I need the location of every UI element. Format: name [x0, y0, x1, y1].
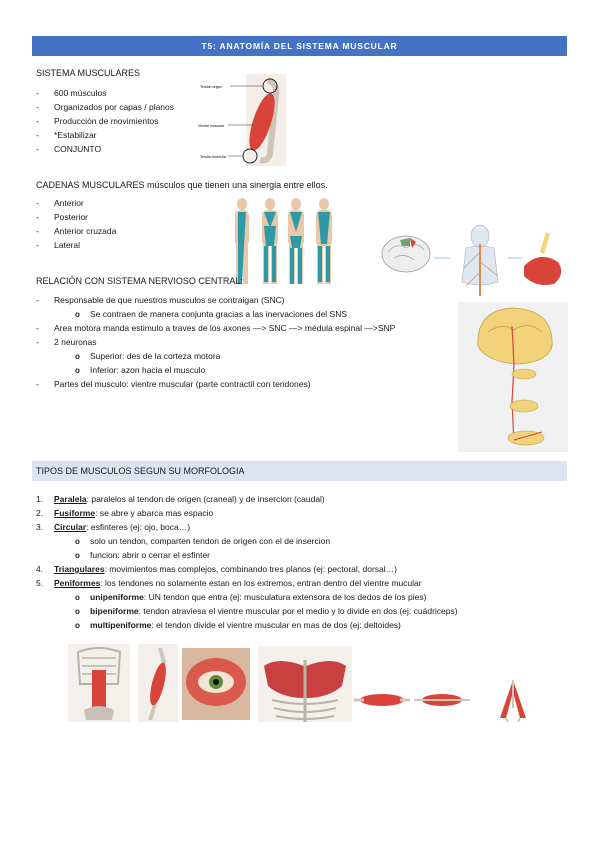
- multipennate-figure: [500, 680, 526, 722]
- list-item: 1.Paralela: paralelos al tendon de orige…: [36, 494, 325, 504]
- list-item: Inferior: azon hacia el musculo: [75, 365, 205, 376]
- muscle-chains-figure: [235, 198, 332, 284]
- list-item: 5.Peniformes: los tendones no solamente …: [36, 578, 422, 588]
- label-vientre: Vientre muscular: [198, 124, 225, 128]
- section-title-cadenas: CADENAS MUSCULARES músculos que tienen u…: [36, 180, 328, 190]
- list-item: Producción de movimientos: [36, 116, 158, 127]
- list-item: funcion: abrir o cerrar el esfinter: [75, 550, 210, 561]
- label-tendon-origen: Tendón origen: [200, 85, 222, 89]
- list-item: CONJUNTO: [36, 144, 101, 155]
- label-tendon-insercion: Tendón inserción: [200, 155, 227, 159]
- list-item: 2.Fusiforme: se abre y abarca mas espaci…: [36, 508, 214, 518]
- list-item: Area motora manda estimulo a traves de l…: [36, 323, 395, 334]
- list-item: solo un tendon, comparten tendon de orig…: [75, 536, 330, 547]
- section-title-sistema: SISTEMA MUSCULARES: [36, 68, 141, 78]
- list-item: unipeniforme: UN tendon que entra (ej: m…: [75, 592, 426, 603]
- unipennate-figure: [354, 694, 410, 706]
- list-item: Anterior: [36, 198, 84, 209]
- circular-muscle-figure: [182, 648, 250, 720]
- list-item: multipeniforme: el tendon divide el vien…: [75, 620, 401, 631]
- list-item: 3.Circular: esfinteres (ej: ojo, boca…): [36, 522, 191, 532]
- parallel-fusiform-figure: [68, 644, 178, 722]
- list-item: Lateral: [36, 240, 80, 251]
- muscle-diagram-figure: Tendón origen Vientre muscular Tendón in…: [198, 74, 286, 166]
- list-item: *Estabilizar: [36, 130, 96, 141]
- list-item: Posterior: [36, 212, 88, 223]
- list-item: 600 músculos: [36, 88, 107, 99]
- bipennate-figure: [414, 694, 470, 706]
- nervous-system-figure: [381, 224, 562, 296]
- page-title-banner: T5: ANATOMÍA DEL SISTEMA MUSCULAR: [32, 36, 567, 56]
- section-title-relacion: RELACIÓN CON SISTEMA NERVIOSO CENTRAL:: [36, 276, 243, 286]
- triangular-muscle-figure: [258, 646, 352, 722]
- list-item: 4.Triangulares: movimientos mas complejo…: [36, 564, 397, 574]
- motor-pathway-figure: [458, 302, 568, 452]
- list-item: Partes del musculo: vientre muscular (pa…: [36, 379, 311, 390]
- list-item: Anterior cruzada: [36, 226, 116, 237]
- list-item: 2 neuronas: [36, 337, 96, 348]
- list-item: Superior: des de la corteza motora: [75, 351, 220, 362]
- list-item: Organizados por capas / planos: [36, 102, 174, 113]
- section-title-tipos: TIPOS DE MUSCULOS SEGUN SU MORFOLOGIA: [36, 466, 245, 476]
- list-item: bipeniforme: tendon atraviesa el vientre…: [75, 606, 458, 617]
- list-item: Se contraen de manera conjunta gracias a…: [75, 309, 347, 320]
- section-bar-tipos: [32, 461, 567, 481]
- list-item: Responsable de que nuestros musculos se …: [36, 295, 285, 306]
